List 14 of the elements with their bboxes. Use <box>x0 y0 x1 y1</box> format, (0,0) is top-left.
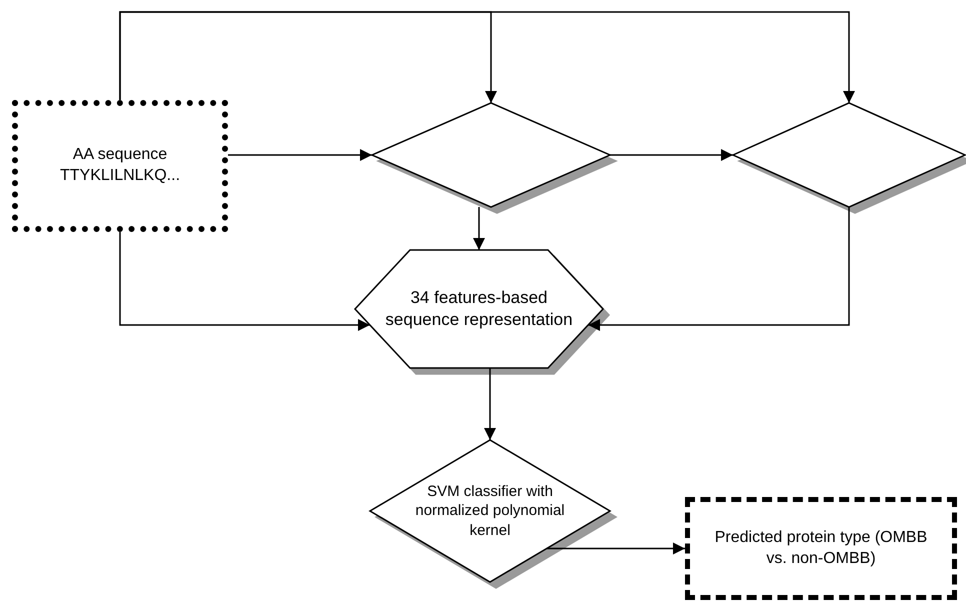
arrow <box>473 207 485 250</box>
arrow <box>546 542 685 554</box>
input-box <box>12 100 228 232</box>
node-label: 34 features-based sequence representation <box>384 286 574 331</box>
arrow <box>484 368 496 440</box>
output-box <box>685 497 957 600</box>
arrow <box>588 207 850 331</box>
arrow <box>119 11 855 103</box>
arrow <box>119 232 370 331</box>
arrow <box>228 149 372 161</box>
node-label: SVM classifier with normalized polynomial kernel <box>414 482 566 540</box>
node-label: Predicted protein type (OMBB vs. non-OMBB) <box>714 528 928 568</box>
node-label: AA sequence TTYKLILNLKQ... <box>58 145 182 186</box>
arrow <box>610 149 733 161</box>
